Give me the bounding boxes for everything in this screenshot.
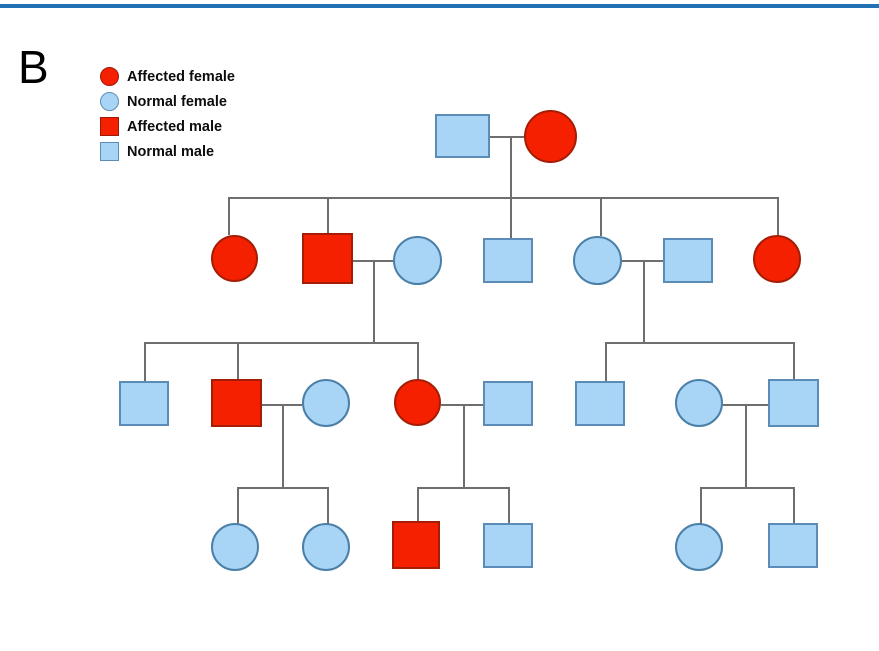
legend-swatch-affected-female-icon bbox=[100, 67, 119, 86]
pedigree-node-iv-1-normal-female bbox=[211, 523, 259, 571]
pedigree-drop-line bbox=[237, 487, 239, 524]
legend-item: Affected male bbox=[100, 114, 300, 139]
panel-label: B bbox=[18, 41, 49, 93]
pedigree-drop-line bbox=[417, 342, 419, 380]
pedigree-node-iii-1-normal-male bbox=[119, 381, 169, 426]
pedigree-node-iii-2-affected-male bbox=[211, 379, 262, 427]
pedigree-node-ii-4-normal-male bbox=[483, 238, 533, 283]
pedigree-sibship-line bbox=[417, 487, 508, 489]
pedigree-node-iv-3-affected-male bbox=[392, 521, 440, 569]
pedigree-node-iii-5-normal-male bbox=[483, 381, 533, 426]
legend-item: Normal male bbox=[100, 139, 300, 164]
pedigree-drop-line bbox=[327, 487, 329, 524]
pedigree-node-iv-2-normal-female bbox=[302, 523, 350, 571]
legend-item: Normal female bbox=[100, 89, 300, 114]
pedigree-sibship-line bbox=[605, 342, 793, 344]
pedigree-drop-line bbox=[417, 487, 419, 522]
legend-swatch-normal-male-icon bbox=[100, 142, 119, 161]
pedigree-node-iv-4-normal-male bbox=[483, 523, 533, 568]
pedigree-drop-line bbox=[144, 342, 146, 381]
pedigree-node-ii-1-affected-female bbox=[211, 235, 258, 282]
pedigree-sibship-line bbox=[228, 197, 777, 199]
legend-item: Affected female bbox=[100, 64, 300, 89]
pedigree-descent-line bbox=[643, 260, 645, 342]
legend-swatch-affected-male-icon bbox=[100, 117, 119, 136]
pedigree-drop-line bbox=[508, 487, 510, 524]
pedigree-drop-line bbox=[777, 197, 779, 235]
legend-item-label: Normal male bbox=[127, 143, 215, 160]
pedigree-drop-line bbox=[700, 487, 702, 524]
pedigree-node-i-1-normal-male bbox=[435, 114, 490, 158]
legend-item-label: Affected female bbox=[127, 68, 235, 85]
pedigree-node-iv-6-normal-male bbox=[768, 523, 818, 568]
pedigree-node-iii-7-normal-female bbox=[675, 379, 723, 427]
pedigree-node-iii-8-normal-male bbox=[768, 379, 819, 427]
pedigree-descent-line bbox=[510, 136, 512, 197]
pedigree-drop-line bbox=[237, 342, 239, 379]
pedigree-mating-line bbox=[490, 136, 524, 138]
pedigree-descent-line bbox=[745, 404, 747, 487]
legend-item-label: Normal female bbox=[127, 93, 227, 110]
pedigree-node-i-2-affected-female bbox=[524, 110, 577, 163]
pedigree-drop-line bbox=[793, 487, 795, 524]
pedigree-sibship-line bbox=[144, 342, 417, 344]
legend-swatch-normal-female-icon bbox=[100, 92, 119, 111]
pedigree-drop-line bbox=[327, 197, 329, 233]
pedigree-sibship-line bbox=[237, 487, 327, 489]
pedigree-descent-line bbox=[282, 404, 284, 487]
pedigree-node-ii-6-normal-male bbox=[663, 238, 713, 283]
top-accent-rule bbox=[0, 4, 879, 8]
pedigree-drop-line bbox=[228, 197, 230, 235]
pedigree-node-ii-7-affected-female bbox=[753, 235, 801, 283]
pedigree-drop-line bbox=[793, 342, 795, 379]
pedigree-drop-line bbox=[600, 197, 602, 236]
pedigree-mating-line bbox=[622, 260, 663, 262]
pedigree-node-ii-3-normal-female bbox=[393, 236, 442, 285]
pedigree-node-iv-5-normal-female bbox=[675, 523, 723, 571]
pedigree-drop-line bbox=[605, 342, 607, 381]
pedigree-descent-line bbox=[463, 404, 465, 487]
pedigree-node-iii-3-normal-female bbox=[302, 379, 350, 427]
pedigree-node-ii-2-affected-male bbox=[302, 233, 353, 284]
pedigree-mating-line bbox=[441, 404, 483, 406]
legend-item-label: Affected male bbox=[127, 118, 223, 135]
pedigree-descent-line bbox=[373, 260, 375, 342]
pedigree-node-iii-4-affected-female bbox=[394, 379, 441, 426]
pedigree-node-ii-5-normal-female bbox=[573, 236, 622, 285]
pedigree-drop-line bbox=[510, 197, 512, 238]
pedigree-node-iii-6-normal-male bbox=[575, 381, 625, 426]
pedigree-sibship-line bbox=[700, 487, 793, 489]
